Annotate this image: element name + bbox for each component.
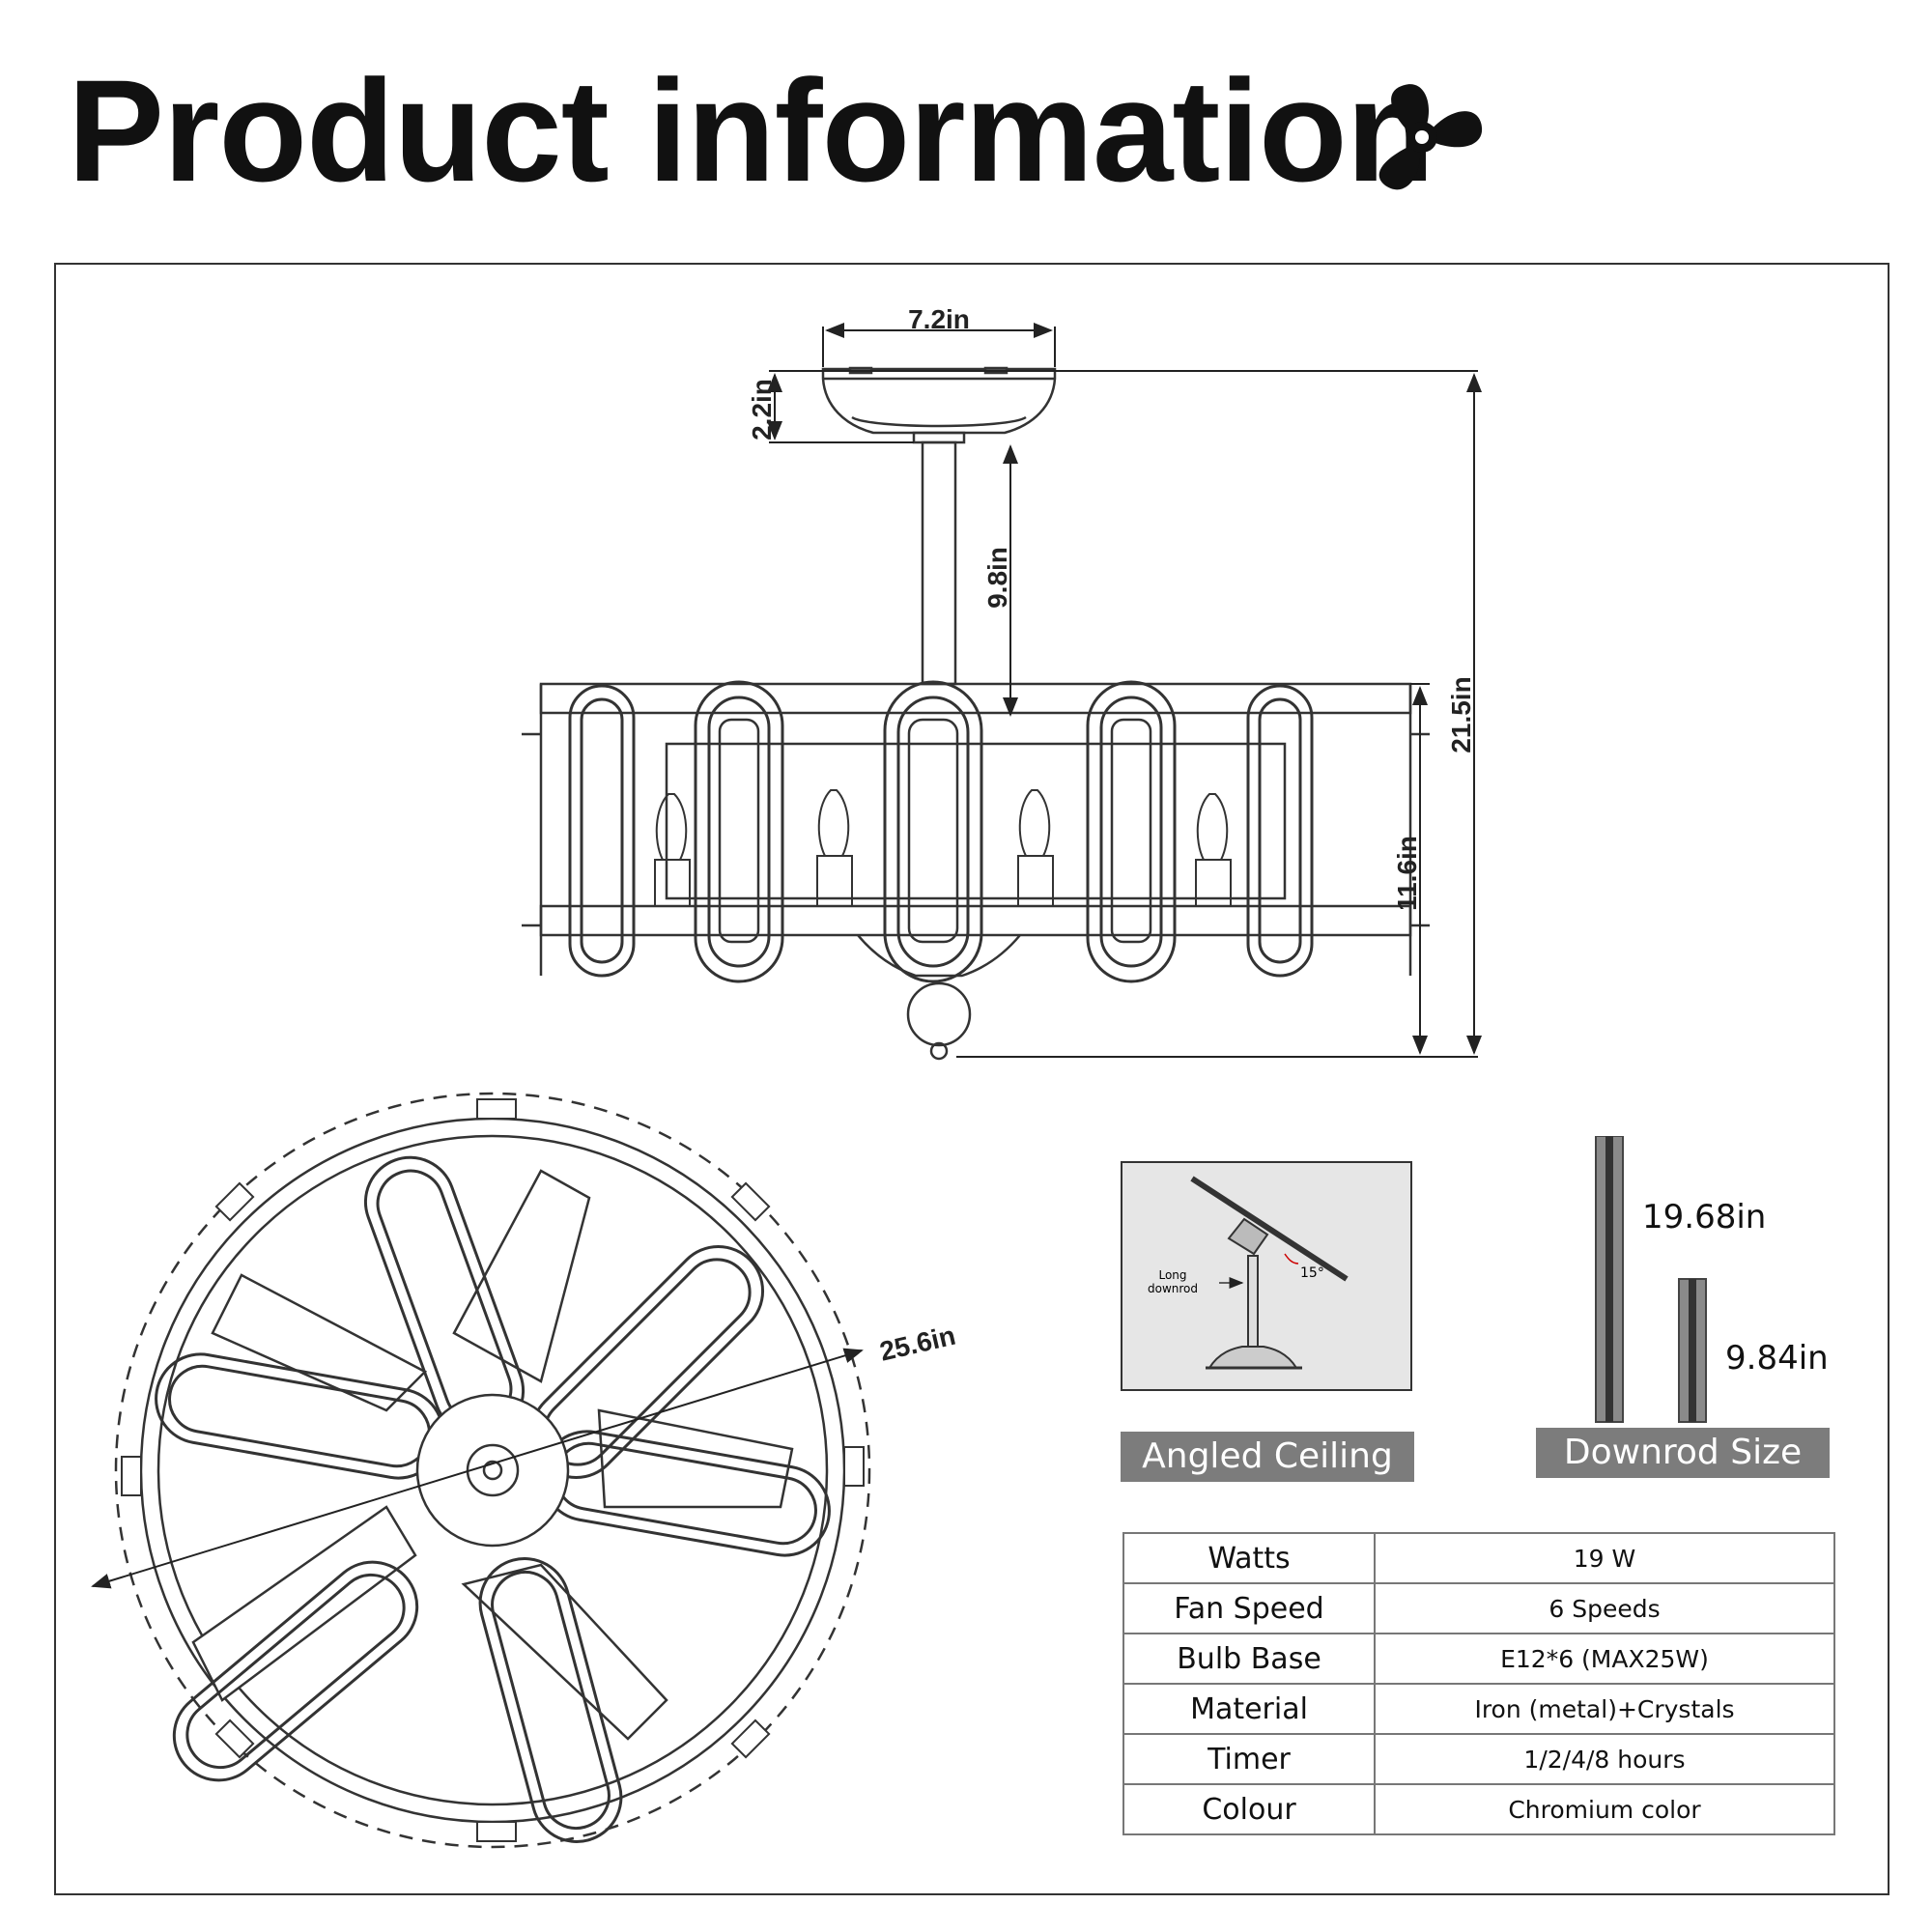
table-row: Timer 1/2/4/8 hours bbox=[1122, 1733, 1835, 1785]
long-label: Long bbox=[1158, 1268, 1186, 1282]
top-view-drawing bbox=[114, 1092, 871, 1849]
spec-value: 6 Speeds bbox=[1374, 1582, 1835, 1634]
table-row: Colour Chromium color bbox=[1122, 1783, 1835, 1835]
side-view-drawing bbox=[522, 366, 1430, 1061]
spec-value: Iron (metal)+Crystals bbox=[1374, 1683, 1835, 1735]
angle-label: 15° bbox=[1300, 1265, 1324, 1281]
spec-value: 1/2/4/8 hours bbox=[1374, 1733, 1835, 1785]
diameter-line bbox=[91, 1348, 864, 1589]
spec-value: Chromium color bbox=[1374, 1783, 1835, 1835]
page-title: Product information bbox=[68, 49, 1435, 212]
downrod-length-label: 9.8in bbox=[982, 547, 1012, 609]
spec-key: Colour bbox=[1122, 1783, 1376, 1835]
spec-value: 19 W bbox=[1374, 1532, 1835, 1584]
spec-table: Watts 19 W Fan Speed 6 Speeds Bulb Base … bbox=[1122, 1532, 1835, 1835]
fan-icon bbox=[1378, 84, 1483, 190]
angled-ceiling-illustration: Long downrod 15° bbox=[1121, 1161, 1412, 1391]
table-row: Bulb Base E12*6 (MAX25W) bbox=[1122, 1633, 1835, 1685]
angled-ceiling-label: Angled Ceiling bbox=[1121, 1432, 1414, 1482]
spec-value: E12*6 (MAX25W) bbox=[1374, 1633, 1835, 1685]
diameter-label: 25.6in bbox=[877, 1321, 958, 1367]
downrod-size-label: Downrod Size bbox=[1536, 1428, 1830, 1478]
spec-key: Bulb Base bbox=[1122, 1633, 1376, 1685]
long-rod-label: 19.68in bbox=[1642, 1198, 1767, 1236]
fixture-height-label: 11.6in bbox=[1392, 836, 1422, 911]
short-rod-label: 9.84in bbox=[1725, 1339, 1829, 1378]
downrod-callout-label: downrod bbox=[1148, 1282, 1198, 1295]
spec-key: Material bbox=[1122, 1683, 1376, 1735]
overall-height-label: 21.5in bbox=[1446, 676, 1476, 753]
spec-key: Fan Speed bbox=[1122, 1582, 1376, 1634]
angled-ceiling-drawing: Long downrod 15° bbox=[1148, 1176, 1349, 1370]
canopy-height-label: 2.2in bbox=[747, 379, 777, 440]
spec-key: Timer bbox=[1122, 1733, 1376, 1785]
canopy-width-label: 7.2in bbox=[908, 304, 970, 334]
spec-key: Watts bbox=[1122, 1532, 1376, 1584]
table-row: Watts 19 W bbox=[1122, 1532, 1835, 1584]
diagram-frame bbox=[54, 263, 1889, 1895]
table-row: Fan Speed 6 Speeds bbox=[1122, 1582, 1835, 1634]
downrod-rods bbox=[1595, 1136, 1707, 1423]
table-row: Material Iron (metal)+Crystals bbox=[1122, 1683, 1835, 1735]
